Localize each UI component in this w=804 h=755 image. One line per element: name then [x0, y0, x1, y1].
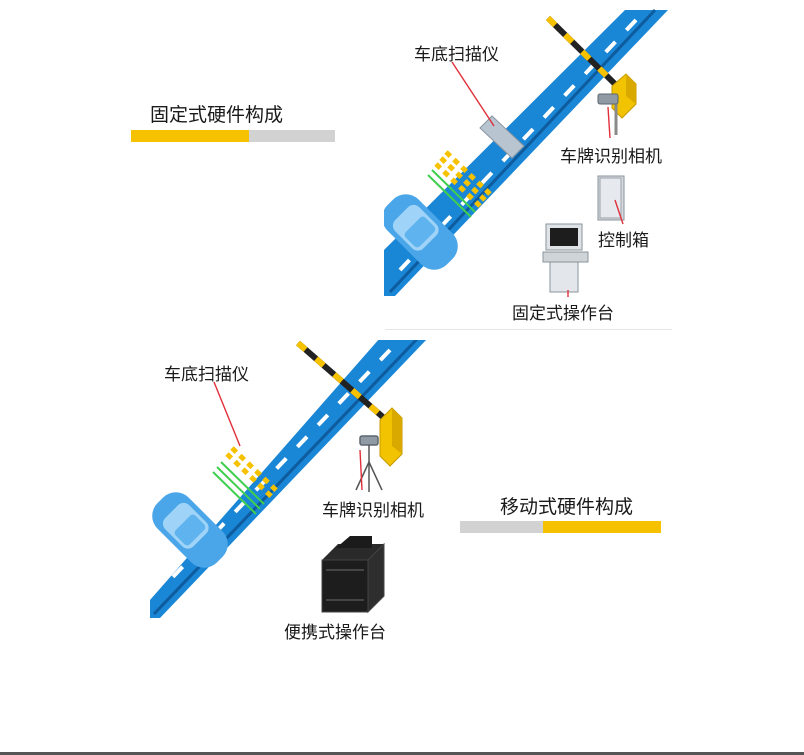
mobile-section-title: 移动式硬件构成 [500, 496, 634, 518]
mobile-road-edge [152, 340, 419, 616]
mobile-title-bar [460, 521, 661, 533]
mobile-leader-lines [213, 381, 363, 491]
fixed-leader-lines [451, 61, 624, 297]
mobile-road-scene [150, 340, 427, 618]
fixed-title-bar [131, 130, 335, 142]
fixed-label-scanner: 车底扫描仪 [414, 45, 499, 65]
mobile-label-camera: 车牌识别相机 [322, 501, 424, 521]
fixed-scanner-plate [479, 115, 525, 159]
fixed-green-markings [427, 169, 476, 218]
fixed-section-title: 固定式硬件构成 [150, 104, 284, 126]
mobile-car [152, 492, 228, 568]
mobile-portable-console [321, 536, 385, 614]
fixed-console [542, 223, 589, 293]
mobile-road-centerline [168, 348, 392, 582]
fixed-control-cabinet [597, 175, 625, 221]
mobile-lpr-camera [355, 435, 383, 492]
bottom-rule [0, 752, 804, 755]
fixed-label-cabinet: 控制箱 [598, 231, 649, 251]
section-divider [385, 329, 672, 330]
fixed-title-bar-fill [131, 130, 249, 142]
mobile-green-markings [212, 461, 265, 515]
mobile-barrier-stripes [296, 340, 386, 421]
fixed-road-scene [384, 8, 668, 296]
fixed-barrier-stripes [545, 15, 618, 87]
fixed-car [384, 194, 458, 270]
mobile-barrier-post [379, 407, 403, 467]
mobile-label-console: 便携式操作台 [284, 623, 386, 643]
fixed-barrier-post [611, 73, 637, 119]
fixed-label-camera: 车牌识别相机 [560, 147, 662, 167]
mobile-label-scanner: 车底扫描仪 [164, 365, 249, 385]
mobile-title-bar-fill [543, 521, 661, 533]
fixed-label-console: 固定式操作台 [512, 304, 614, 324]
fixed-lpr-camera [597, 93, 619, 135]
